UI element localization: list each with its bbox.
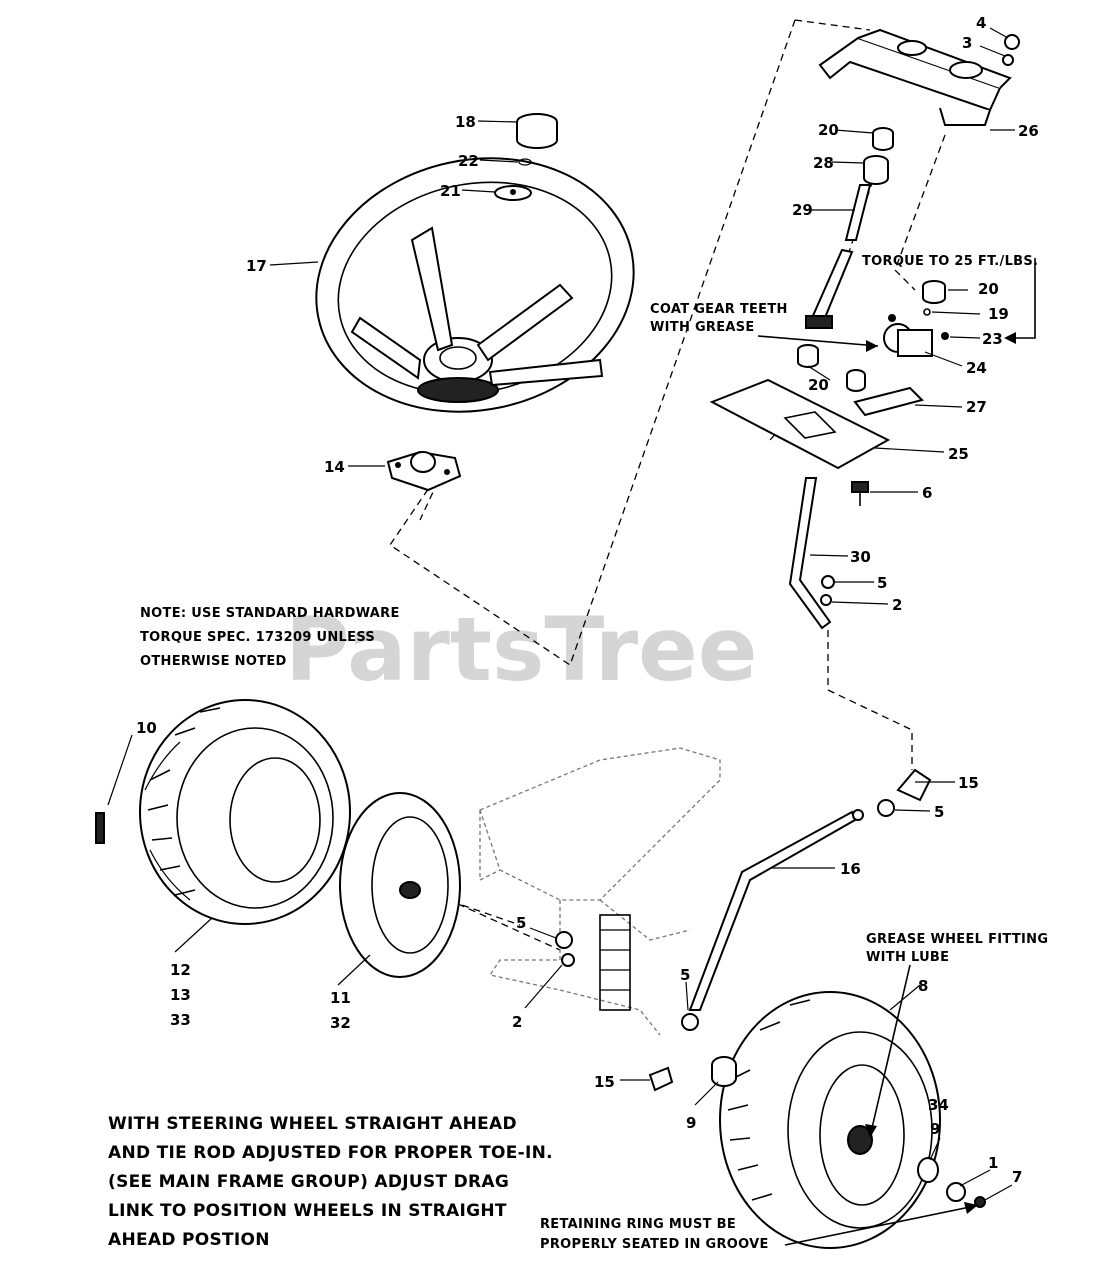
callout-14: 14 bbox=[324, 458, 345, 476]
callout-30: 30 bbox=[850, 548, 871, 566]
callout-1: 1 bbox=[988, 1154, 998, 1172]
callout-17: 17 bbox=[246, 257, 267, 275]
leader-lines bbox=[107, 27, 1015, 1201]
callout-9: 9 bbox=[686, 1114, 696, 1132]
callout-27: 27 bbox=[966, 398, 987, 416]
callout-numbers: 4 3 26 20 28 29 20 19 23 24 20 27 25 6 3… bbox=[136, 14, 1039, 1186]
callout-26: 26 bbox=[1018, 122, 1039, 140]
callout-16: 16 bbox=[840, 860, 861, 878]
left-rim bbox=[339, 792, 461, 978]
callout-4: 4 bbox=[976, 14, 986, 32]
callout-21: 21 bbox=[440, 182, 461, 200]
callout-24: 24 bbox=[966, 359, 987, 377]
hardware-note-line-1: NOTE: USE STANDARD HARDWARE bbox=[140, 606, 400, 621]
left-rear-tire bbox=[139, 699, 351, 925]
callout-18: 18 bbox=[455, 113, 476, 131]
coat-gear-note-line-2: WITH GREASE bbox=[650, 320, 755, 335]
bearing-flange bbox=[386, 450, 462, 492]
note-pointers bbox=[757, 258, 1036, 1246]
spindle-lower bbox=[648, 1066, 674, 1092]
steering-wheel bbox=[315, 157, 635, 413]
callout-20: 20 bbox=[978, 280, 999, 298]
main-frame-phantom bbox=[479, 747, 721, 1036]
callout-3: 3 bbox=[962, 34, 972, 52]
torque-note: TORQUE TO 25 FT./LBS. bbox=[862, 254, 1038, 269]
callout-33: 33 bbox=[170, 1011, 191, 1029]
callout-2: 2 bbox=[892, 596, 902, 614]
callout-22: 22 bbox=[458, 152, 479, 170]
callout-23: 23 bbox=[982, 330, 1003, 348]
instruction-line-5: AHEAD POSTION bbox=[108, 1230, 270, 1250]
instruction-line-4: LINK TO POSITION WHEELS IN STRAIGHT bbox=[108, 1201, 507, 1221]
right-bushings bbox=[711, 1056, 986, 1208]
callout-7: 7 bbox=[1012, 1168, 1022, 1186]
right-front-tire bbox=[719, 991, 941, 1249]
instruction-line-3: (SEE MAIN FRAME GROUP) ADJUST DRAG bbox=[108, 1172, 509, 1192]
notes: TORQUE TO 25 FT./LBS. COAT GEAR TEETH WI… bbox=[108, 254, 1048, 1252]
callout-2: 2 bbox=[512, 1013, 522, 1031]
assembly-lines bbox=[249, 19, 946, 951]
callout-20: 20 bbox=[808, 376, 829, 394]
callout-19: 19 bbox=[988, 305, 1009, 323]
hardware-middle bbox=[555, 768, 932, 1031]
retaining-ring-note-line-1: RETAINING RING MUST BE bbox=[540, 1217, 736, 1232]
callout-5: 5 bbox=[877, 574, 887, 592]
callout-6: 6 bbox=[922, 484, 932, 502]
grease-note-line-1: GREASE WHEEL FITTING bbox=[866, 932, 1048, 947]
hardware-note-line-3: OTHERWISE NOTED bbox=[140, 654, 287, 669]
coat-gear-note-line-1: COAT GEAR TEETH bbox=[650, 302, 788, 317]
callout-34: 34 bbox=[928, 1096, 949, 1114]
callout-5: 5 bbox=[680, 966, 690, 984]
instruction-line-1: WITH STEERING WHEEL STRAIGHT AHEAD bbox=[108, 1114, 517, 1134]
watermark: PartsTree bbox=[285, 598, 757, 701]
steering-bracket bbox=[709, 28, 1020, 630]
callout-15: 15 bbox=[958, 774, 979, 792]
callout-29: 29 bbox=[792, 201, 813, 219]
callout-12: 12 bbox=[170, 961, 191, 979]
callout-11: 11 bbox=[330, 989, 351, 1007]
grease-note-line-2: WITH LUBE bbox=[866, 950, 949, 965]
callout-5: 5 bbox=[934, 803, 944, 821]
hardware-note-line-2: TORQUE SPEC. 173209 UNLESS bbox=[140, 630, 375, 645]
callout-13: 13 bbox=[170, 986, 191, 1004]
callout-28: 28 bbox=[813, 154, 834, 172]
callout-20: 20 bbox=[818, 121, 839, 139]
instruction-line-2: AND TIE ROD ADJUSTED FOR PROPER TOE-IN. bbox=[108, 1143, 553, 1163]
callout-32: 32 bbox=[330, 1014, 351, 1032]
tie-rod bbox=[688, 809, 864, 1011]
callout-10: 10 bbox=[136, 719, 157, 737]
callout-9: 9 bbox=[930, 1120, 940, 1138]
callout-5: 5 bbox=[516, 914, 526, 932]
callout-8: 8 bbox=[918, 977, 928, 995]
retaining-ring-note-line-2: PROPERLY SEATED IN GROOVE bbox=[540, 1237, 769, 1252]
steering-cap-parts bbox=[494, 113, 558, 201]
left-bolt bbox=[95, 812, 105, 844]
callout-25: 25 bbox=[948, 445, 969, 463]
callout-15: 15 bbox=[594, 1073, 615, 1091]
